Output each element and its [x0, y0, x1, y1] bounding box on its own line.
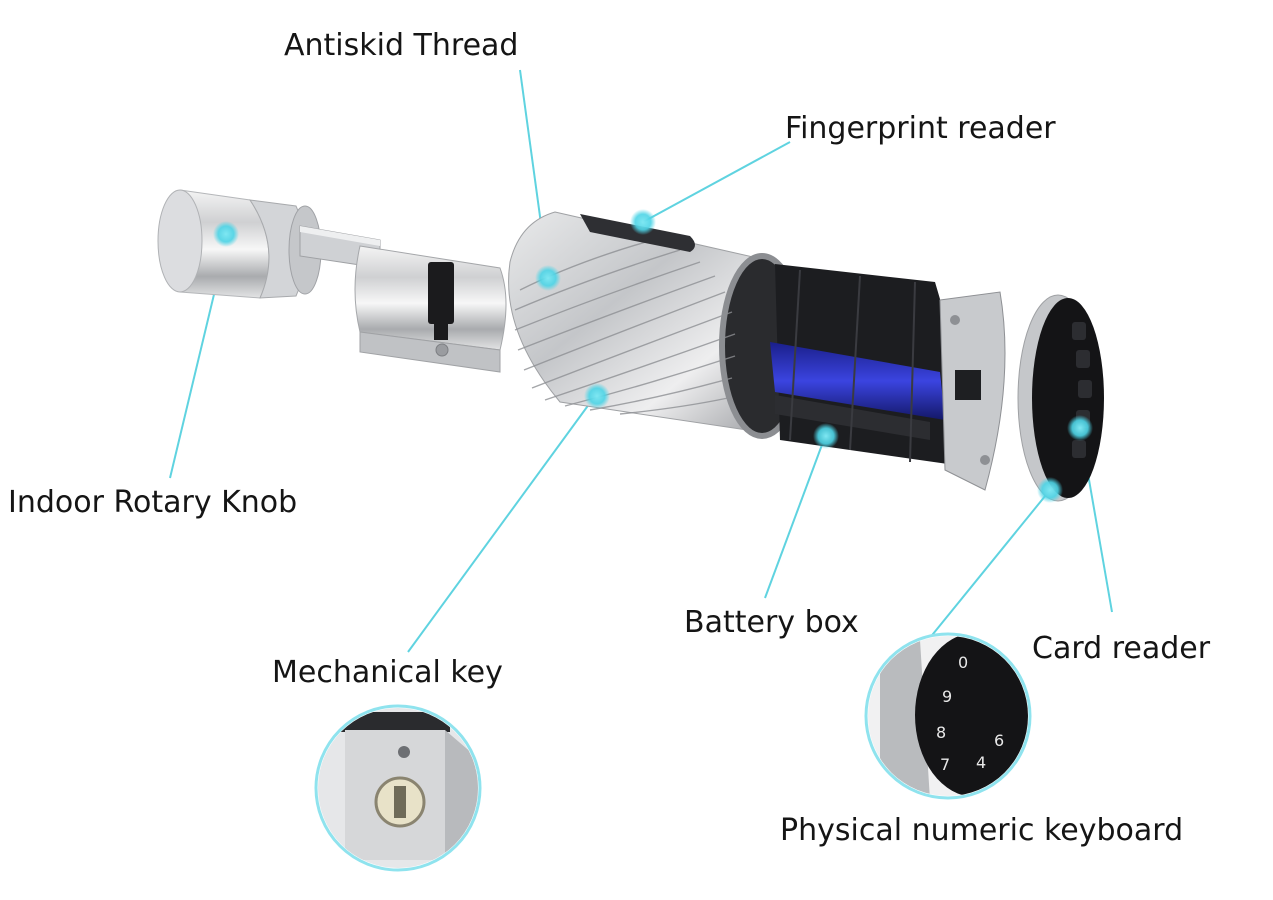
label-card-reader: Card reader: [1032, 631, 1211, 666]
dot-battery-box: [813, 423, 839, 449]
lock-cylinder-body: [354, 245, 507, 373]
label-fingerprint-reader: Fingerprint reader: [785, 111, 1056, 146]
knurl-grooves: [514, 237, 736, 415]
dot-fingerprint-reader: [630, 209, 656, 235]
leader-keyboard: [919, 489, 1051, 651]
leader-fingerprint-reader: [642, 141, 791, 223]
keypad-digit: 6: [994, 731, 1004, 750]
battery-box: [770, 264, 1006, 491]
physical-keyboard-detail: [864, 632, 1032, 800]
label-indoor-rotary-knob: Indoor Rotary Knob: [8, 485, 297, 520]
keypad-digit: 4: [976, 753, 986, 772]
keypad-digit: 0: [958, 653, 968, 672]
highlight-dots: [213, 209, 1093, 503]
keypad-digits: 0 9 8 7 6 4: [936, 653, 1004, 774]
leader-battery-box: [764, 433, 827, 599]
leader-mechanical-key: [407, 395, 596, 653]
keypad-digit: 7: [940, 755, 950, 774]
dot-antiskid-thread: [535, 265, 561, 291]
indoor-rotary-knob: [157, 189, 322, 299]
label-physical-numeric-keyboard: Physical numeric keyboard: [780, 813, 1183, 848]
label-battery-box: Battery box: [684, 605, 859, 640]
dot-mechanical-key: [584, 383, 610, 409]
label-mechanical-key: Mechanical key: [272, 655, 503, 690]
dot-indoor-rotary-knob: [213, 221, 239, 247]
card-reader-keypad-disc: [1017, 294, 1104, 502]
dot-keyboard: [1037, 477, 1063, 503]
mechanical-key-detail: [314, 704, 482, 872]
dot-card-reader: [1067, 415, 1093, 441]
label-antiskid-thread: Antiskid Thread: [284, 28, 518, 63]
antiskid-thread-housing: [508, 211, 805, 439]
keypad-digit: 9: [942, 687, 952, 706]
keypad-digit: 8: [936, 723, 946, 742]
